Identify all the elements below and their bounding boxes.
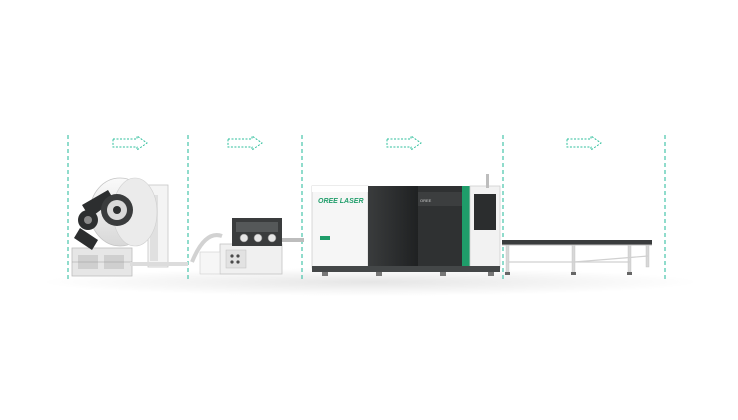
right-arrow-icon xyxy=(112,135,148,151)
brand-label: OREE LASER xyxy=(318,198,364,205)
panel-label: OREE xyxy=(420,198,432,203)
leveler-machine xyxy=(190,218,304,275)
decoiler-machine xyxy=(71,177,188,277)
flow-arrows xyxy=(112,135,602,151)
right-arrow-icon xyxy=(566,135,602,151)
right-arrow-icon xyxy=(227,135,263,151)
floor-shadow xyxy=(40,268,700,296)
unloading-table xyxy=(502,240,652,275)
laser-cutting-machine: OREE LASER OREE xyxy=(311,174,501,276)
right-arrow-icon xyxy=(386,135,422,151)
section-dividers xyxy=(67,135,666,280)
